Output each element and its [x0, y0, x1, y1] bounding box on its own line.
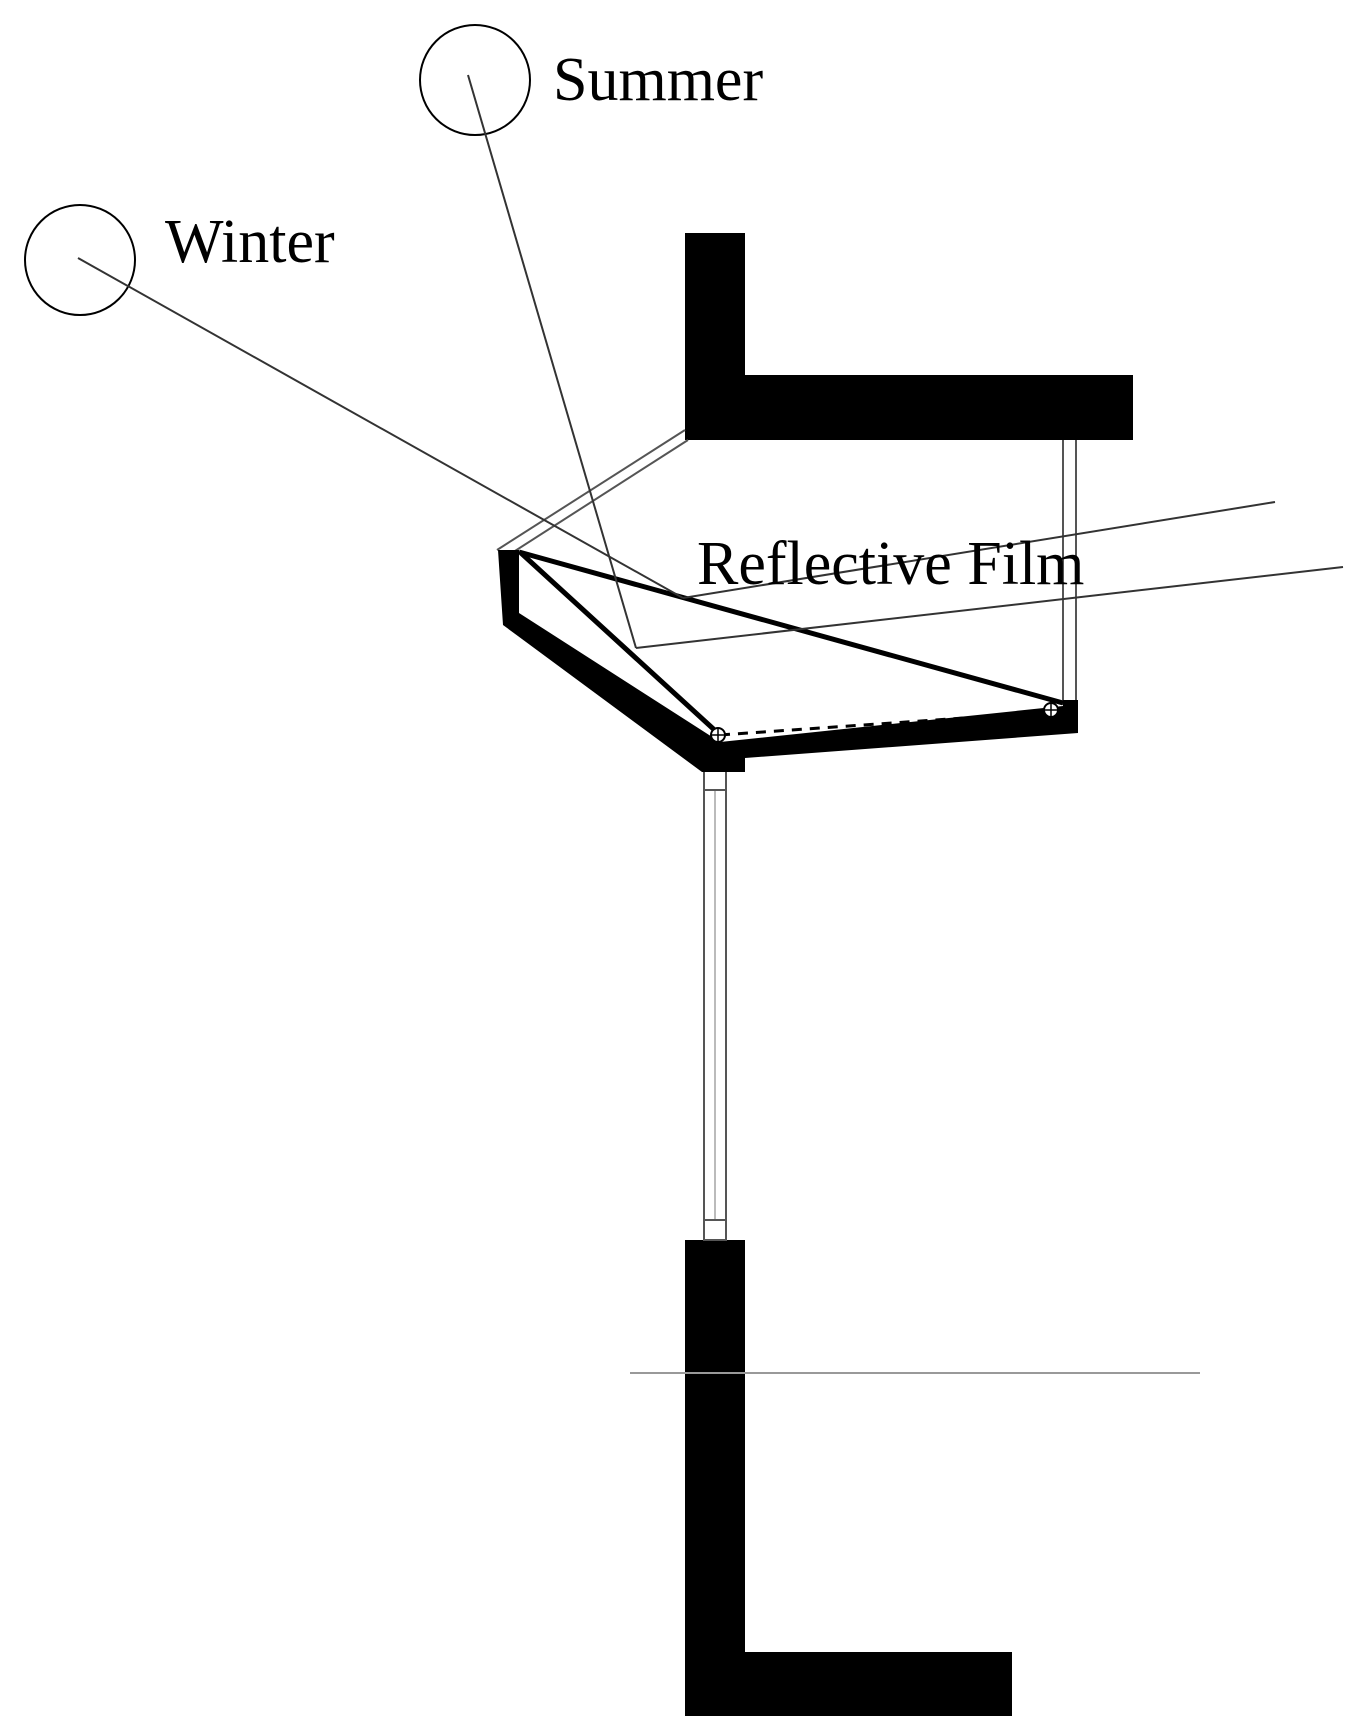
upper-right-glazing: [1062, 440, 1077, 705]
winter-label: Winter: [165, 208, 335, 276]
shelf-support-strut: [496, 429, 689, 559]
light-shelf-frame: [498, 550, 1078, 772]
shelf-dashed-base: [719, 710, 1051, 737]
lower-wall: [685, 1240, 1012, 1716]
winter-sun-icon: [24, 204, 136, 316]
reflective-film-label: Reflective Film: [697, 530, 1084, 598]
summer-label: Summer: [553, 46, 763, 114]
shelf-top-edge: [518, 549, 1064, 706]
summer-sun-ray: [467, 74, 1344, 649]
hinge-marker-right: [1043, 702, 1059, 718]
hinge-marker-left: [710, 727, 726, 743]
reflective-film-surface: [519, 551, 722, 737]
winter-sun-ray: [77, 257, 1276, 599]
summer-sun-icon: [419, 24, 531, 136]
upper-wall-ceiling: [685, 233, 1133, 440]
lower-window-glazing: [703, 769, 727, 1241]
